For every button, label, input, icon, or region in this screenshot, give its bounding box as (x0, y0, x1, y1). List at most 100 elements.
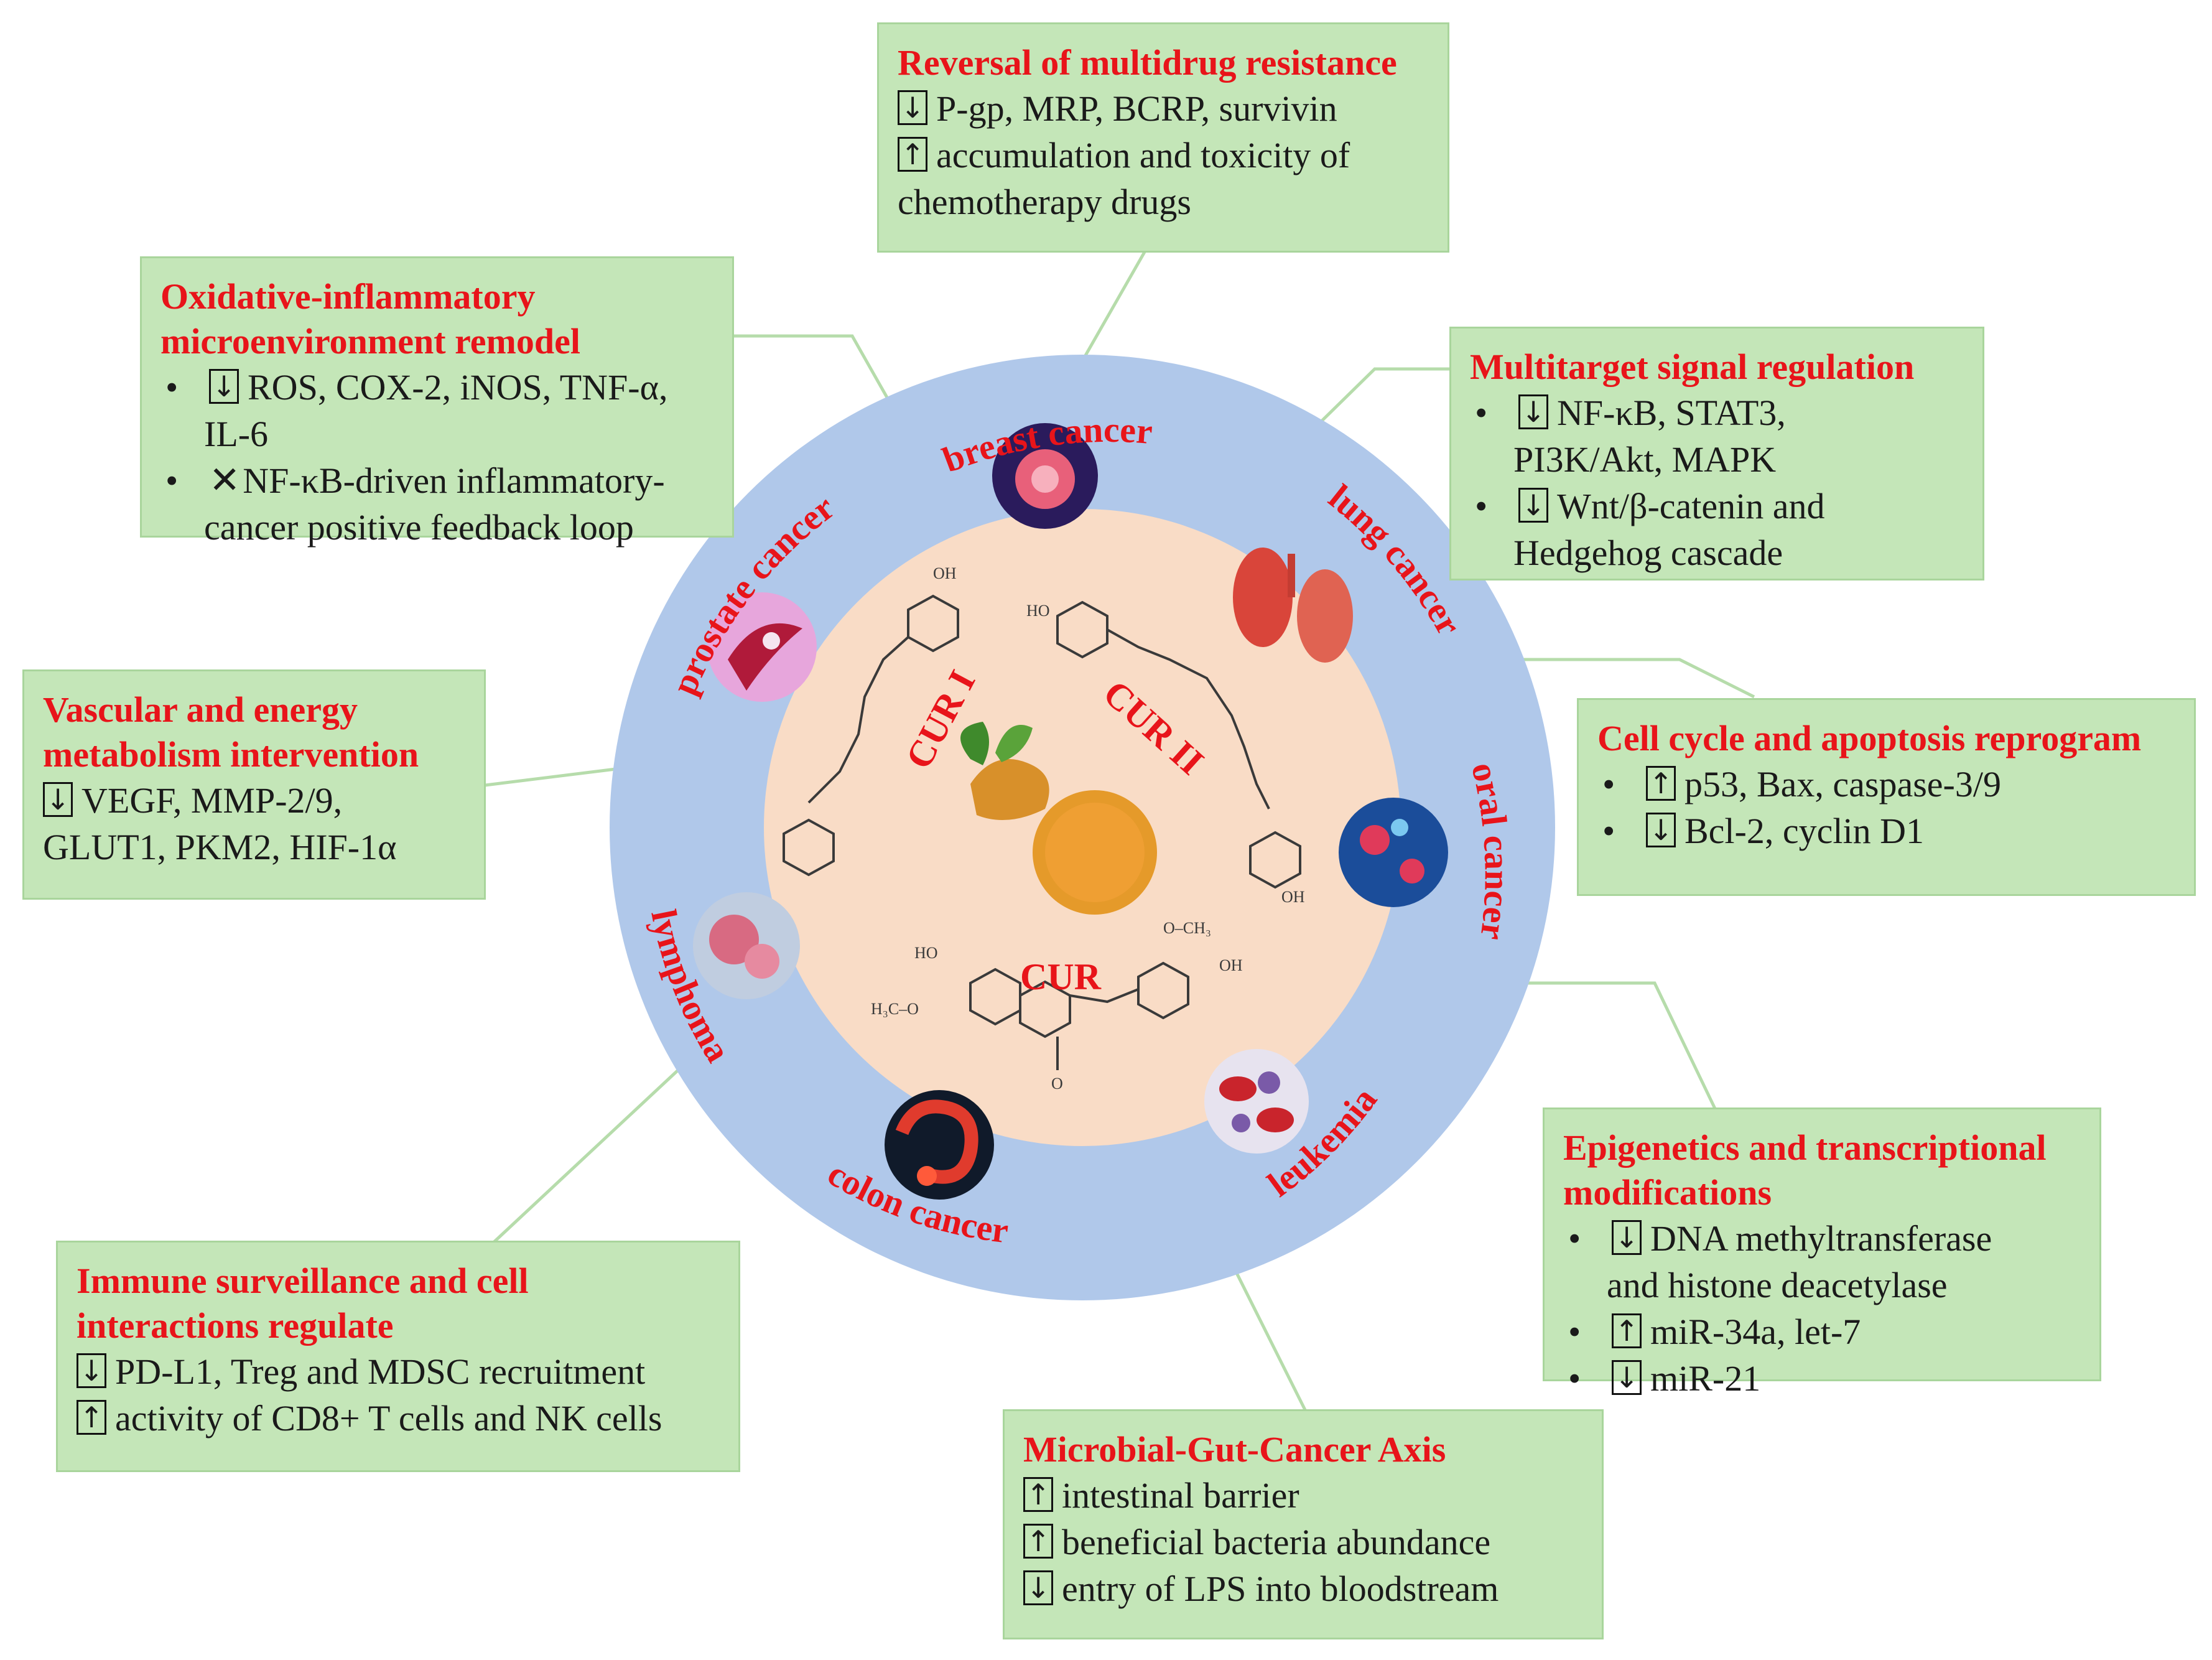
bullet-text: Bcl-2, cyclin D1 (1685, 811, 1924, 851)
connector-lines (485, 251, 1755, 1414)
down-arrow-icon: ↓ (209, 369, 239, 404)
bullet-item: • ↓ NF-κB, STAT3, (1470, 389, 1964, 436)
bullet-icon: • (1475, 393, 1488, 433)
box-line: ↓ VEGF, MMP-2/9, (43, 777, 465, 824)
bullet-text: DNA methyltransferase (1650, 1218, 1992, 1259)
down-arrow-icon: ↓ (43, 782, 73, 817)
bullet-text: NF-κB-driven inflammatory- (243, 460, 665, 501)
bullet-text: p53, Bax, caspase-3/9 (1685, 764, 2001, 804)
down-arrow-icon: ↓ (1646, 813, 1676, 847)
up-arrow-icon: ↑ (1023, 1524, 1053, 1559)
box-line-text: PD-L1, Treg and MDSC recruitment (115, 1351, 646, 1392)
bullet-item: • ✕ NF-κB-driven inflammatory- (160, 457, 713, 504)
leukemia-image (1204, 1049, 1309, 1154)
box-epigenetics: Epigenetics and transcriptional modifica… (1543, 1107, 2101, 1399)
box-vascular-energy: Vascular and energy metabolism intervent… (22, 669, 486, 900)
box-multitarget-signal: Multitarget signal regulation • ↓ NF-κB,… (1449, 327, 1984, 581)
box-line: ↑ intestinal barrier (1023, 1472, 1583, 1519)
bullet-item: • ↓ Bcl-2, cyclin D1 (1597, 808, 2175, 854)
svg-text:HO: HO (914, 944, 938, 962)
box-immune-surveillance: Immune surveillance and cell interaction… (56, 1241, 740, 1472)
bullet-continuation: cancer positive feedback loop (204, 507, 634, 548)
box-line-text: activity of CD8+ T cells and NK cells (115, 1398, 662, 1439)
box-line-text: P-gp, MRP, BCRP, survivin (936, 88, 1337, 129)
bullet-item: • ↑ p53, Bax, caspase-3/9 (1597, 761, 2175, 808)
down-arrow-icon: ↓ (1518, 488, 1548, 523)
lung-cancer-image (1233, 548, 1353, 663)
box-title: Oxidative-inflammatory (160, 276, 536, 317)
svg-text:OH: OH (1219, 956, 1243, 974)
box-title: interactions regulate (77, 1305, 394, 1346)
bullet-text: NF-κB, STAT3, (1557, 393, 1786, 433)
down-arrow-icon: ↓ (1612, 1220, 1642, 1255)
bullet-continuation: and histone deacetylase (1607, 1265, 1948, 1305)
bullet-item: • ↓ DNA methyltransferase (1563, 1215, 2081, 1262)
turmeric-image (960, 722, 1157, 915)
box-title: Epigenetics and transcriptional (1563, 1127, 2047, 1168)
bullet-item: • ↓ miR-21 (1563, 1355, 2081, 1402)
box-microbial-gut-cancer: Microbial-Gut-Cancer Axis ↑ intestinal b… (1003, 1409, 1604, 1639)
box-line-text: chemotherapy drugs (898, 182, 1191, 222)
cur-label: CUR (1020, 956, 1102, 997)
bullet-icon: • (1568, 1312, 1581, 1352)
svg-text:H₃C‒O: H₃C‒O (871, 1000, 919, 1018)
bullet-icon: • (1475, 486, 1488, 526)
box-title: Cell cycle and apoptosis reprogram (1597, 718, 2142, 758)
bullet-text: miR-21 (1650, 1358, 1761, 1399)
down-arrow-icon: ↓ (898, 90, 927, 125)
up-arrow-icon: ↑ (898, 137, 927, 172)
box-line: chemotherapy drugs (898, 179, 1429, 225)
box-title: Multitarget signal regulation (1470, 347, 1915, 387)
bullet-icon: • (165, 367, 179, 408)
box-line-text: VEGF, MMP-2/9, (81, 780, 343, 821)
bullet-continuation: Hedgehog cascade (1513, 533, 1783, 573)
box-title: Vascular and energy (43, 689, 358, 730)
box-title: Microbial-Gut-Cancer Axis (1023, 1429, 1446, 1470)
box-title: microenvironment remodel (160, 321, 580, 361)
cross-icon: ✕ (209, 459, 241, 502)
svg-text:O: O (1051, 1075, 1063, 1093)
breast-cancer-image (992, 423, 1098, 529)
box-multidrug-resistance: Reversal of multidrug resistance ↓ P-gp,… (877, 22, 1449, 253)
svg-text:OH: OH (933, 564, 957, 582)
up-arrow-icon: ↑ (1023, 1477, 1053, 1512)
box-title: Immune surveillance and cell (77, 1261, 529, 1301)
box-line: ↓ P-gp, MRP, BCRP, survivin (898, 85, 1429, 132)
box-oxidative-inflammatory: Oxidative-inflammatory microenvironment … (140, 256, 734, 548)
lymphoma-image (693, 892, 800, 999)
svg-text:O‒CH₃: O‒CH₃ (1163, 919, 1211, 937)
prostate-cancer-image (707, 592, 817, 702)
box-cell-cycle-apoptosis: Cell cycle and apoptosis reprogram • ↑ p… (1577, 698, 2196, 896)
up-arrow-icon: ↑ (1612, 1313, 1642, 1348)
box-line: ↓ entry of LPS into bloodstream (1023, 1565, 1583, 1612)
down-arrow-icon: ↓ (1518, 394, 1548, 429)
bullet-continuation: IL-6 (204, 414, 269, 454)
bullet-text: Wnt/β-catenin and (1557, 486, 1825, 526)
box-line: ↑ accumulation and toxicity of (898, 132, 1429, 179)
box-line-text: beneficial bacteria abundance (1062, 1522, 1491, 1562)
down-arrow-icon: ↓ (1612, 1360, 1642, 1395)
bullet-icon: • (1602, 764, 1615, 804)
box-title: modifications (1563, 1172, 1772, 1213)
bullet-item: • ↑ miR-34a, let-7 (1563, 1308, 2081, 1355)
molecule-structures (783, 594, 1301, 1070)
bullet-icon: • (165, 460, 179, 501)
down-arrow-icon: ↓ (1023, 1570, 1053, 1605)
box-line: GLUT1, PKM2, HIF-1α (43, 824, 465, 870)
box-line-text: entry of LPS into bloodstream (1062, 1569, 1499, 1609)
bullet-continuation: PI3K/Akt, MAPK (1513, 439, 1777, 480)
oral-cancer-image (1339, 798, 1448, 907)
bullet-text: ROS, COX-2, iNOS, TNF-α, (248, 367, 668, 408)
box-line-text: GLUT1, PKM2, HIF-1α (43, 827, 397, 867)
box-line-text: intestinal barrier (1062, 1475, 1299, 1516)
bullet-icon: • (1602, 811, 1615, 851)
box-line: ↑ beneficial bacteria abundance (1023, 1519, 1583, 1565)
box-title: Reversal of multidrug resistance (898, 42, 1397, 83)
bullet-icon: • (1568, 1218, 1581, 1259)
svg-text:HO: HO (1026, 602, 1050, 620)
box-line: ↓ PD-L1, Treg and MDSC recruitment (77, 1348, 720, 1395)
box-title: metabolism intervention (43, 734, 419, 775)
svg-text:OH: OH (1281, 888, 1305, 906)
down-arrow-icon: ↓ (77, 1353, 106, 1388)
